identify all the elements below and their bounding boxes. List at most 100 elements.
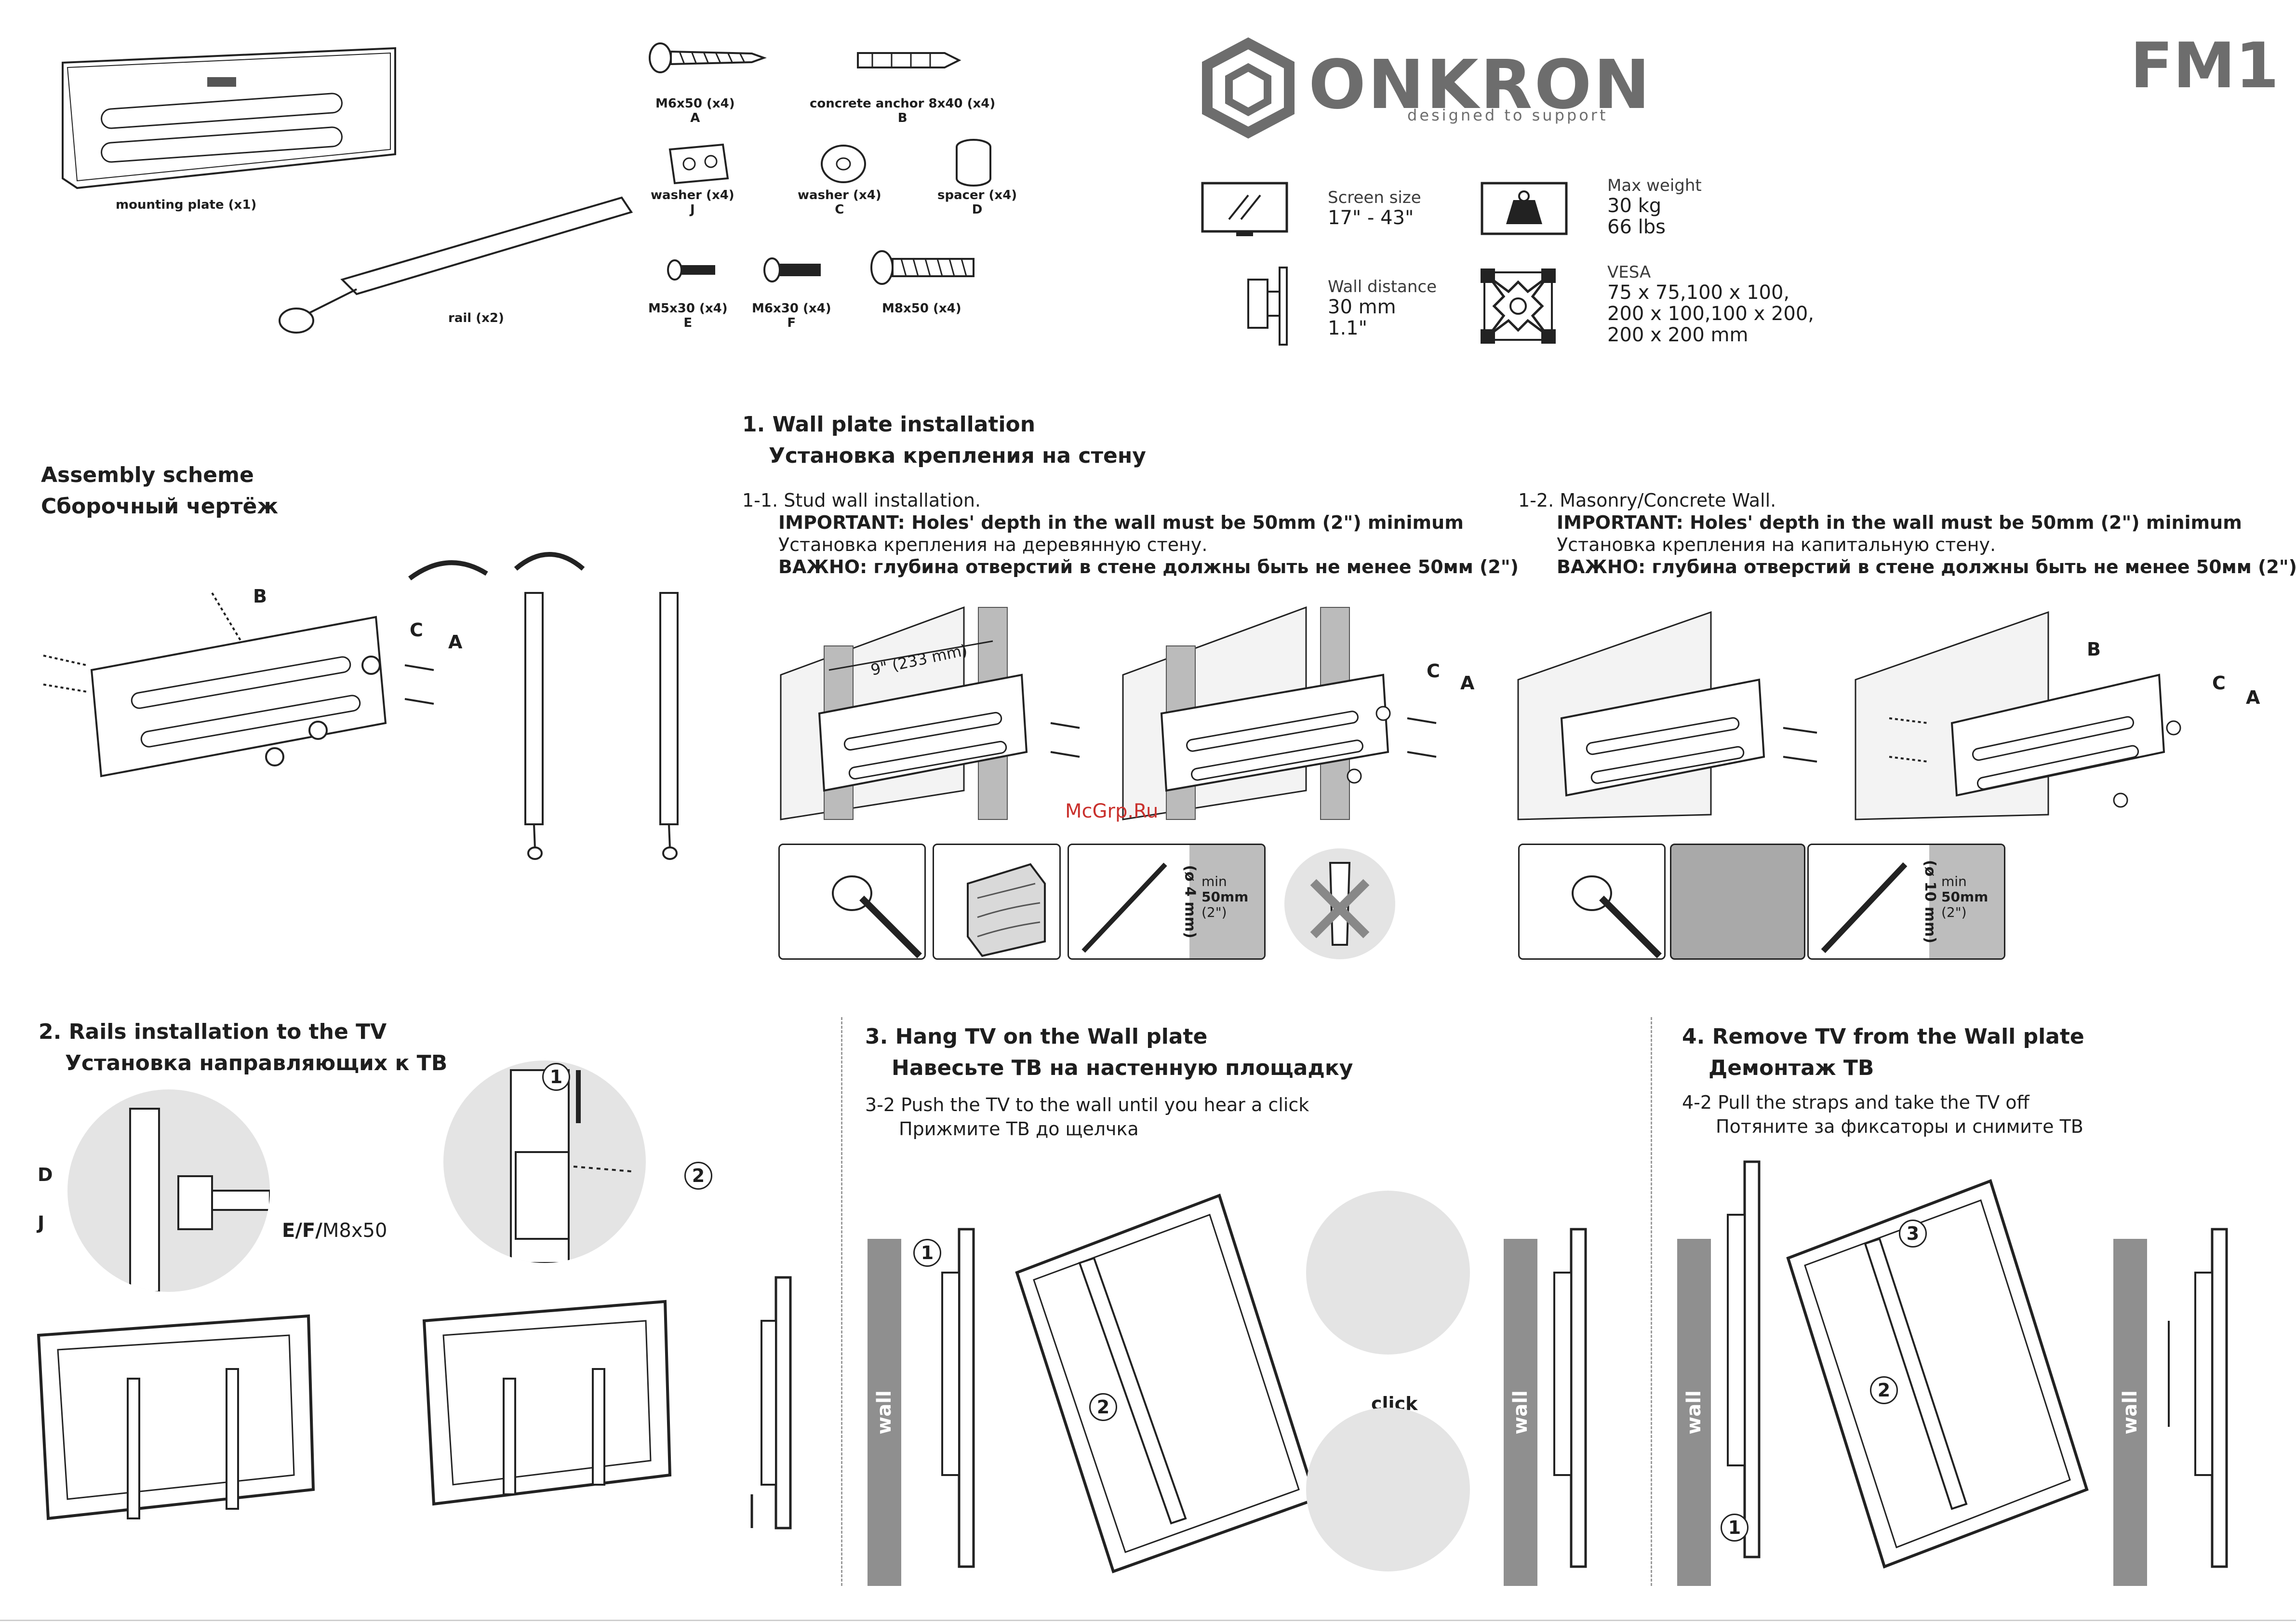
masonry-wall-drawing-1 [1517, 611, 1817, 820]
rails-label-screws: E/F/M8x50 [282, 1220, 387, 1242]
stud-label-c: C [1427, 660, 1440, 682]
rails-label-j: J [38, 1212, 45, 1234]
part-label-d: spacer (x4)D [937, 188, 1017, 217]
tv-with-rails-1 [37, 1314, 315, 1520]
spacer-d-image [956, 139, 991, 187]
rails-cut-detail [443, 1060, 646, 1263]
section2-title-ru: Установка направляющих к ТВ [65, 1051, 448, 1075]
stud-wall-text: 1-1. Stud wall installation. IMPORTANT: … [742, 490, 1519, 577]
assembly-title-en: Assembly scheme [41, 463, 254, 487]
tv-side-view [750, 1276, 792, 1530]
section4-step-2: 2 [1870, 1376, 1898, 1404]
part-label-b: concrete anchor 8x40 (x4)B [810, 96, 996, 125]
section4-title-en: 4. Remove TV from the Wall plate [1682, 1024, 2084, 1049]
section4-title-ru: Демонтаж ТВ [1709, 1056, 1874, 1080]
stud-step-mark [778, 844, 926, 960]
screw-m8x50-image [870, 250, 974, 285]
masonry-step-mark [1518, 844, 1666, 960]
section3-step-2: 2 [1089, 1393, 1117, 1421]
part-label-e: M5x30 (x4)E [648, 301, 728, 330]
section3-step-en: 3-2 Push the TV to the wall until you he… [865, 1094, 1309, 1115]
concrete-anchor-image [857, 52, 961, 68]
assembly-label-c: C [410, 619, 423, 641]
brand-name: ONKRON [1308, 46, 1652, 124]
masonry-step-concrete [1670, 844, 1805, 960]
masonry-step-drill: (ø 10 mm) min 50mm (2") [1807, 844, 2005, 960]
washer-c-image [821, 145, 866, 183]
spec-max-weight-lbs: 66 lbs [1607, 216, 1666, 238]
spec-wall-distance-mm: 30 mm [1328, 296, 1396, 318]
vesa-icon [1481, 268, 1556, 344]
rails-label-d: D [38, 1164, 53, 1185]
model-code: FM1 [2130, 29, 2279, 102]
masonry-label-a: A [2246, 687, 2260, 708]
assembly-label-b: B [253, 586, 267, 607]
bottom-rule [0, 1620, 2296, 1621]
section3-tv-side [941, 1228, 975, 1568]
section3-wall-right: wall [1504, 1239, 1537, 1586]
part-label-j: washer (x4)J [651, 188, 734, 217]
section4-wall-right: wall [2113, 1239, 2147, 1586]
section2-title-en: 2. Rails installation to the TV [39, 1020, 387, 1044]
no-anchor-icon [1284, 848, 1395, 959]
stud-step-wood [933, 844, 1061, 960]
spec-wall-distance-label: Wall distance [1328, 277, 1437, 296]
masonry-label-b: B [2087, 639, 2101, 660]
rail-image [279, 196, 633, 334]
section1-title-en: 1. Wall plate installation [742, 412, 1036, 437]
mounting-plate-image [62, 47, 396, 189]
masonry-depth-min: min [1941, 873, 1967, 889]
assembly-label-a: A [448, 631, 463, 653]
part-label-m8x50: M8x50 (x4) [882, 301, 961, 316]
masonry-label-c: C [2212, 672, 2226, 694]
assembly-drawing [43, 552, 679, 860]
section3-title-ru: Навесьте ТВ на настенную площадку [892, 1056, 1353, 1080]
masonry-wall-drawing-2 [1855, 611, 2181, 820]
spec-vesa-line1: 75 x 75,100 x 100, [1607, 282, 1790, 304]
assembly-title-ru: Сборочный чертёж [41, 494, 279, 519]
screen-icon [1201, 182, 1288, 236]
spec-vesa-line2: 200 x 100,100 x 200, [1607, 303, 1815, 325]
spec-screen-size-label: Screen size [1328, 188, 1421, 207]
spec-max-weight-label: Max weight [1607, 176, 1702, 195]
spec-wall-distance-in: 1.1" [1328, 317, 1368, 339]
section4-step-3: 3 [1899, 1220, 1927, 1248]
stud-label-a: A [1460, 672, 1475, 694]
rails-step-2: 2 [684, 1162, 712, 1190]
stud-drill-size: (ø 4 mm) [1181, 865, 1199, 939]
watermark: McGrp.Ru [1065, 800, 1159, 822]
stud-wall-drawing-1 [780, 606, 1080, 820]
section4-tv-tilted [1786, 1179, 2089, 1569]
screw-m6x50-image [649, 42, 767, 73]
masonry-drill-size: (ø 10 mm) [1922, 859, 1939, 944]
stud-wall-drawing-2 [1122, 606, 1437, 820]
section3-zoom-top [1306, 1191, 1470, 1355]
divider-2-3 [841, 1017, 842, 1586]
wall-distance-icon [1247, 267, 1288, 346]
section3-wall-left: wall [868, 1239, 901, 1586]
screw-m6x30-image [763, 257, 821, 282]
spec-max-weight-kg: 30 kg [1607, 195, 1662, 217]
section1-title-ru: Установка крепления на стену [769, 443, 1146, 468]
spec-vesa-label: VESA [1607, 263, 1651, 282]
rails-step-1: 1 [542, 1063, 570, 1091]
washer-j-image [668, 143, 729, 185]
part-label-mounting-plate: mounting plate (x1) [116, 198, 257, 212]
screw-m5x30-image [667, 259, 715, 281]
part-label-f: M6x30 (x4)F [752, 301, 831, 330]
section3-tv-mounted [1553, 1228, 1587, 1568]
spec-screen-size-value: 17" - 43" [1328, 207, 1414, 229]
section3-step-ru: Прижмите ТВ до щелчка [899, 1118, 1139, 1140]
stud-depth-min: min [1201, 873, 1227, 889]
divider-3-4 [1651, 1017, 1652, 1586]
section4-step-en: 4-2 Pull the straps and take the TV off [1682, 1092, 2029, 1113]
section4-step-1: 1 [1721, 1514, 1749, 1542]
part-label-rail: rail (x2) [448, 311, 504, 325]
masonry-wall-text: 1-2. Masonry/Concrete Wall. IMPORTANT: H… [1518, 490, 2296, 577]
spec-vesa-line3: 200 x 200 mm [1607, 324, 1749, 346]
section3-title-en: 3. Hang TV on the Wall plate [865, 1024, 1208, 1049]
part-label-c: washer (x4)C [798, 188, 881, 217]
stud-depth-mm: 50mm [1201, 889, 1249, 905]
section4-tv-removed [2168, 1228, 2228, 1568]
masonry-depth-mm: 50mm [1941, 889, 1989, 905]
